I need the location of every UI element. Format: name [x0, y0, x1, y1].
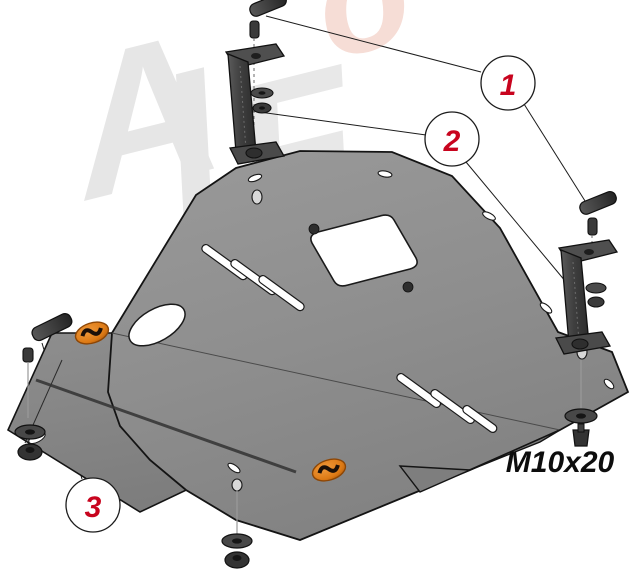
edge-slot — [539, 302, 553, 314]
nut-bore — [259, 106, 265, 110]
shelf-bolt-head — [22, 347, 34, 363]
hatch-bolt-head-left — [308, 223, 320, 235]
callout-3-label: 3 — [85, 491, 102, 524]
leader-2-right — [465, 161, 567, 283]
flange-hole-left — [251, 53, 261, 59]
hatch-bolt-head-right — [402, 281, 414, 293]
bolt-shank — [249, 0, 287, 17]
brand-badge-lower-center — [311, 458, 347, 482]
nut-bore — [232, 555, 242, 561]
callout-3[interactable]: 3 — [65, 477, 121, 533]
hardware-stack-right-spec — [564, 360, 598, 447]
vent-slot — [462, 404, 498, 433]
bolt-left-top — [249, 0, 287, 39]
brand-badge-upper-left — [74, 321, 110, 345]
callout-2-label: 2 — [443, 125, 461, 158]
washer-bore — [232, 538, 242, 544]
callout-1-label: 1 — [500, 69, 517, 102]
edge-slot — [377, 170, 393, 178]
nut-right-bracket — [587, 296, 605, 308]
callout-1-circle[interactable] — [480, 55, 536, 111]
washer-bore — [576, 413, 586, 419]
washer-right-bracket — [585, 282, 607, 294]
plate-edge-holes — [227, 170, 615, 474]
edge-slot — [247, 173, 263, 183]
bracket-assembly-right — [555, 190, 619, 355]
callout-2-circle[interactable] — [424, 111, 480, 167]
nut-left-foot — [245, 147, 263, 159]
hardware-stack-bottom-left — [14, 424, 46, 461]
washer-bore — [25, 429, 35, 435]
bracket-leg-right — [560, 249, 590, 345]
plate-hem-band — [35, 378, 297, 474]
vent-slot-group-left — [201, 243, 305, 312]
vent-slot-group-right — [396, 372, 498, 433]
leader-1-right — [523, 103, 593, 213]
edge-slot — [603, 378, 615, 390]
leader-2-left — [251, 110, 427, 136]
oval-access-cutout — [128, 303, 186, 347]
badge-mark — [317, 464, 340, 474]
fastener-spec-label: M10x20 — [506, 446, 615, 479]
vent-slot — [201, 243, 248, 281]
mounting-hole — [251, 189, 263, 205]
callout-3-circle[interactable] — [65, 477, 121, 533]
skid-plate-assembly — [6, 150, 630, 541]
bracket-assembly-left — [224, 0, 287, 165]
callout-2[interactable]: 2 — [424, 111, 480, 167]
nut-bore — [25, 447, 35, 453]
bolt-neck — [577, 423, 585, 433]
flange-hole-right — [584, 249, 594, 255]
nut-right-foot — [571, 338, 589, 350]
edge-slot — [227, 462, 241, 474]
plate-crease-line — [111, 332, 561, 431]
bolt-head — [587, 217, 598, 236]
shelf-bracket-left — [22, 313, 73, 418]
bracket-leg-edge-left — [239, 65, 247, 151]
edge-slot — [482, 211, 496, 221]
vent-slot — [258, 274, 305, 312]
shelf-bolt-shank — [31, 313, 73, 342]
washer-bore — [258, 91, 266, 95]
bolt-head — [249, 20, 260, 39]
vent-slot — [396, 372, 442, 409]
vent-slot — [430, 388, 476, 425]
callout-1[interactable]: 1 — [480, 55, 536, 111]
bolt-right-top — [579, 190, 617, 236]
hardware-stack-bottom-center — [221, 490, 253, 569]
skid-plate-main-body — [107, 150, 630, 541]
mounting-hole — [231, 478, 243, 492]
bracket-leg-edge-right — [572, 261, 580, 343]
bolt-shank — [579, 190, 617, 215]
plate-front-apron — [398, 429, 561, 493]
badge-mark — [80, 327, 103, 337]
leader-1-left — [265, 15, 482, 73]
